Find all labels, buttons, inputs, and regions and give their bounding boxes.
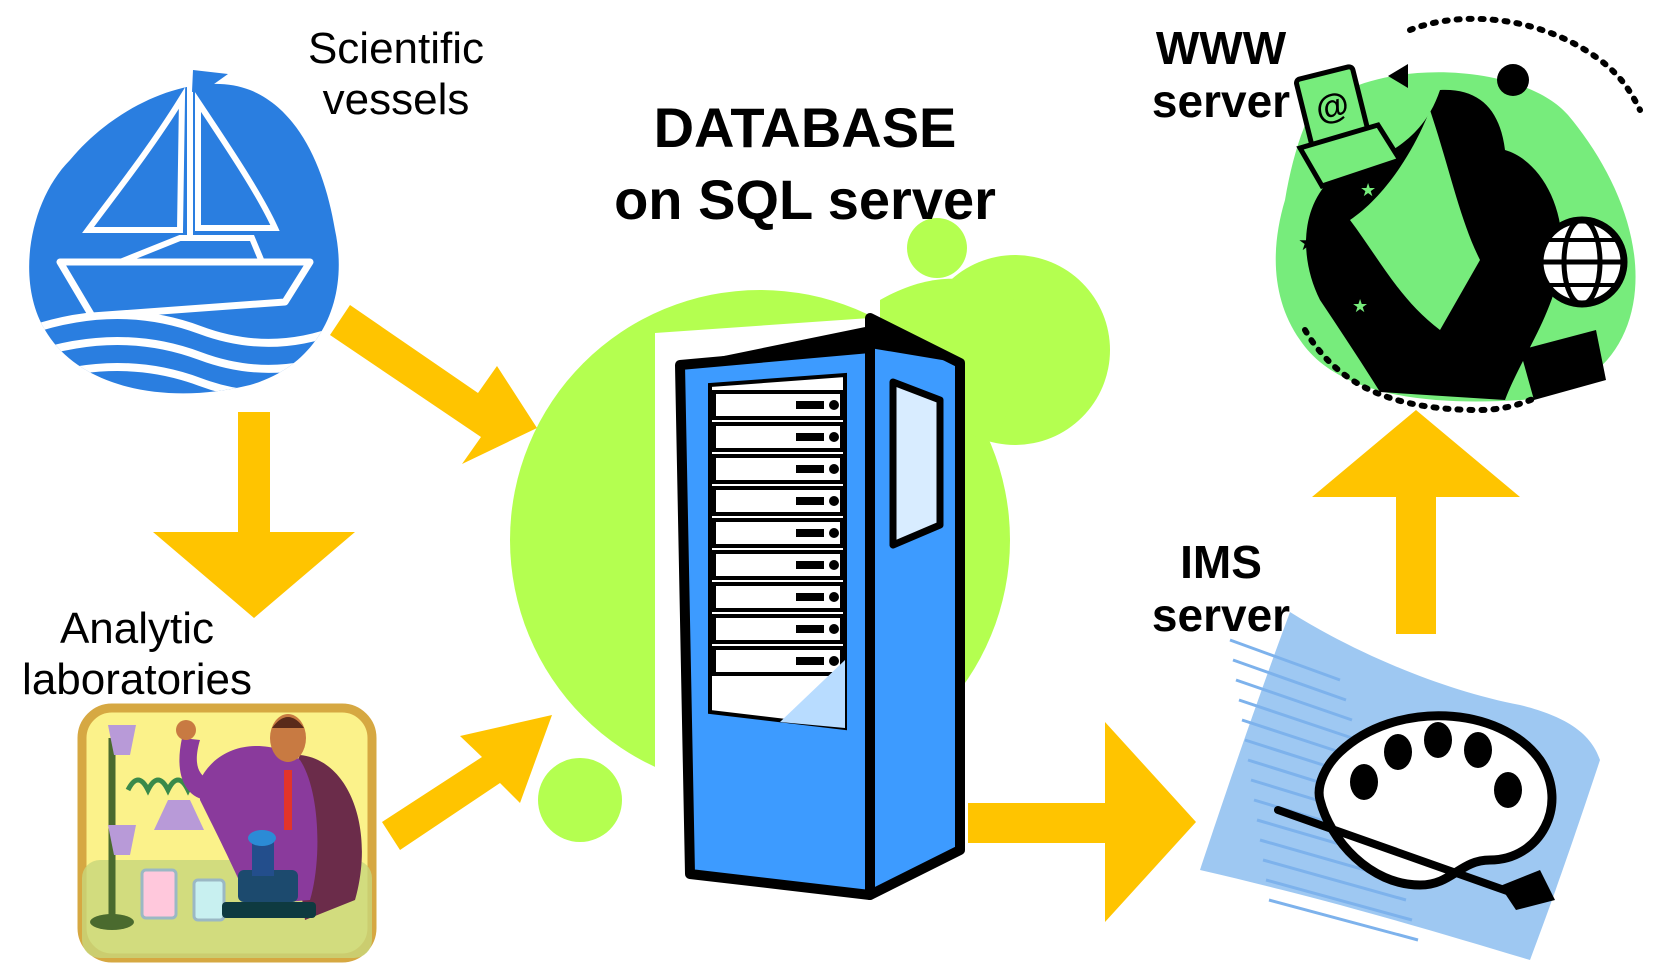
paper-streak <box>1232 658 1347 702</box>
svg-text:★: ★ <box>1352 296 1368 316</box>
rack-unit-led <box>829 592 839 602</box>
arrow-database-to-ims <box>968 722 1196 922</box>
paper-streak <box>1268 898 1419 942</box>
arrow-vessels-to-database <box>330 305 537 464</box>
rack-unit-led <box>829 432 839 442</box>
arrow-vessels-to-laboratories <box>153 412 355 618</box>
rack-unit-led <box>829 528 839 538</box>
arrow-ims-to-www <box>1312 410 1520 634</box>
node-vessels-label: Scientific vessels <box>296 24 496 125</box>
rack-unit-slot <box>796 529 824 537</box>
rack-unit-slot <box>796 401 824 409</box>
rack-unit-led <box>829 656 839 666</box>
paint-palette-icon <box>1200 612 1600 960</box>
svg-text:★: ★ <box>1360 180 1376 200</box>
rack-unit-led <box>829 624 839 634</box>
node-laboratories-line1: Analytic <box>59 604 215 653</box>
rack-unit <box>712 486 844 516</box>
paper-streak <box>1265 878 1413 922</box>
node-ims-label: IMS server <box>1140 536 1302 642</box>
rack-unit-slot <box>796 561 824 569</box>
node-laboratories-label: Analytic laboratories <box>8 604 266 705</box>
svg-text:★: ★ <box>1298 230 1318 255</box>
laboratory-scientist-icon <box>77 703 377 963</box>
paper-streak <box>1238 698 1359 742</box>
sailboat-icon <box>29 70 339 394</box>
node-database-line1: DATABASE <box>653 96 957 159</box>
web-user-globe-icon: @ ★ ★ ★ <box>1275 15 1643 414</box>
node-www-line2: server <box>1151 74 1291 127</box>
paper-streak <box>1262 858 1407 902</box>
rack-unit-led <box>829 400 839 410</box>
server-rack-icon <box>655 313 965 900</box>
rack-unit <box>712 582 844 612</box>
arrow-laboratories-to-database <box>382 715 552 850</box>
rack-unit-led <box>829 560 839 570</box>
node-ims-line1: IMS <box>1180 536 1262 588</box>
rack-unit <box>712 390 844 420</box>
node-database-line2: on SQL server <box>614 167 996 231</box>
rack-unit-slot <box>796 433 824 441</box>
node-www-line1: WWW <box>1155 22 1287 74</box>
paper-streak <box>1229 638 1341 682</box>
rack-unit-led <box>829 496 839 506</box>
rack-unit-slot <box>796 625 824 633</box>
rack-unit-slot <box>796 497 824 505</box>
rack-unit-slot <box>796 657 824 665</box>
node-www-label: WWW server <box>1140 22 1302 128</box>
node-ims-line2: server <box>1151 588 1291 641</box>
rack-unit-slot <box>796 593 824 601</box>
node-vessels-line2: vessels <box>322 74 470 124</box>
node-database-title: DATABASE on SQL server <box>560 92 1050 235</box>
rack-unit-slot <box>796 465 824 473</box>
node-vessels-line1: Scientific <box>307 24 485 73</box>
node-laboratories-line2: laboratories <box>22 654 252 704</box>
paper-streak <box>1235 678 1353 722</box>
rack-unit-led <box>829 464 839 474</box>
